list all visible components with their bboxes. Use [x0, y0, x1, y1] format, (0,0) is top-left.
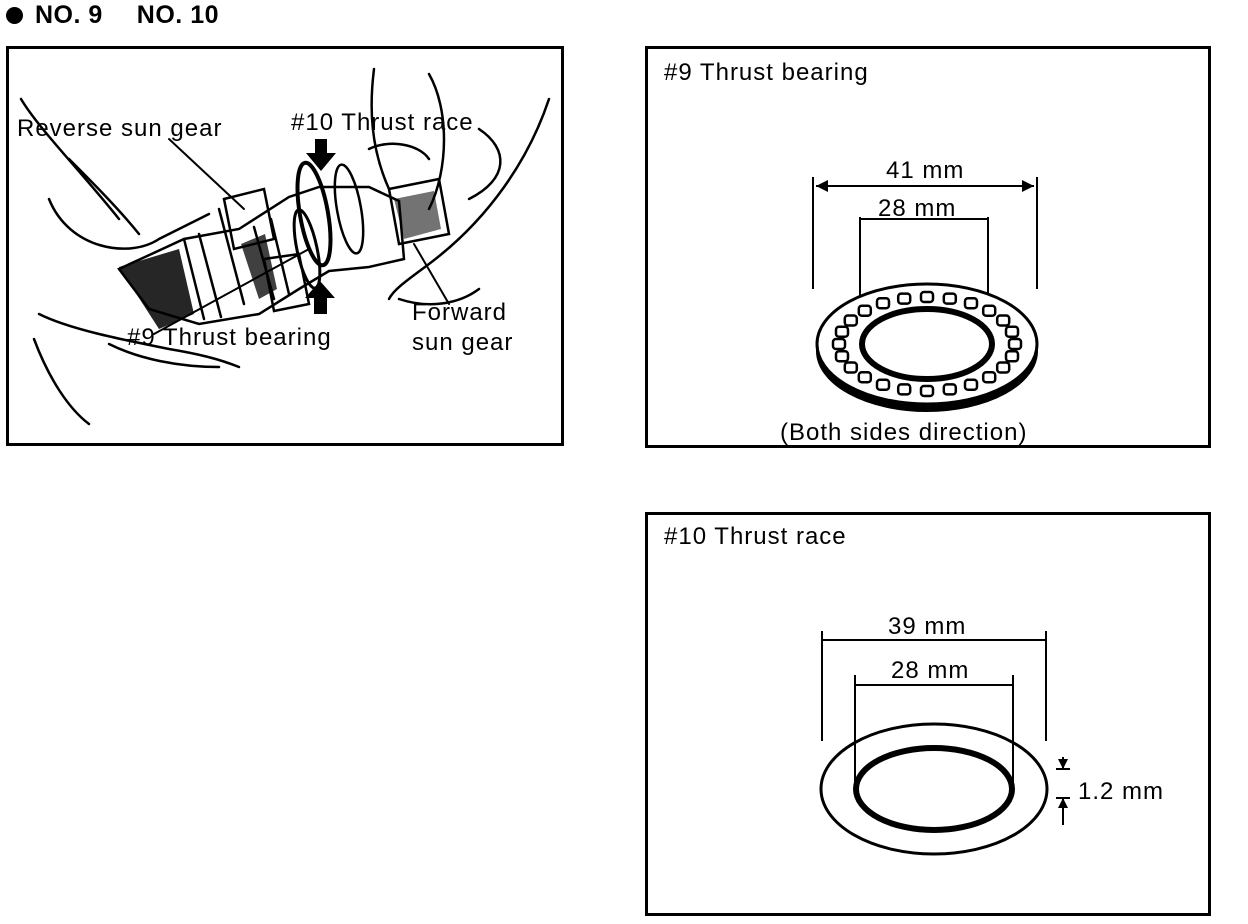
bearing-roller	[919, 384, 935, 398]
outer-diameter-label: 41 mm	[886, 157, 965, 184]
direction-note: (Both sides direction)	[780, 419, 1028, 446]
up-arrow-icon	[305, 281, 335, 314]
bearing-roller	[963, 297, 979, 310]
label-thrust-bearing: #9 Thrust bearing	[127, 324, 332, 351]
thrust-bearing-panel: 41 mm 28 mm #9 Thrust bearing (Both side…	[645, 46, 1211, 448]
thrust-race-ring	[295, 160, 333, 268]
bearing-roller	[963, 378, 979, 391]
bearing-roller	[1004, 349, 1020, 363]
leader-reverse-sun-gear	[168, 138, 245, 210]
shaft-outline	[117, 185, 406, 326]
panel-title: #10 Thrust race	[664, 523, 847, 550]
bearing-roller	[919, 290, 935, 304]
down-arrow-icon	[306, 139, 336, 171]
thrust-race-panel: #10 Thrust race 39 mm 28 mm 1.2 mm	[645, 512, 1211, 916]
label-forward-line2: sun gear	[412, 329, 514, 356]
label-reverse-sun-gear: Reverse sun gear	[17, 115, 223, 142]
bearing-roller	[981, 304, 997, 318]
bearing-roller	[843, 361, 859, 374]
bearing-rollers	[831, 290, 1023, 398]
header-item-no9: NO. 9	[35, 0, 103, 29]
label-forward-line1: Forward	[412, 299, 508, 326]
bearing-roller	[942, 383, 958, 396]
thickness-label: 1.2 mm	[1078, 778, 1165, 805]
assembly-illustration-panel: Reverse sun gear #10 Thrust race #9 Thru…	[6, 46, 564, 446]
leader-forward-sun-gear	[413, 243, 450, 305]
arrows	[305, 139, 336, 314]
thrust-bearing-drawing	[812, 177, 1039, 412]
bullet-icon	[6, 6, 23, 24]
bearing-roller	[942, 292, 958, 305]
bearing-inner-hole	[859, 306, 995, 382]
bearing-roller	[831, 337, 847, 351]
bearing-roller	[995, 314, 1011, 327]
bearing-roller	[875, 378, 891, 391]
bearing-roller	[857, 370, 873, 384]
bearing-roller	[834, 325, 850, 339]
left-hand-outline	[47, 197, 211, 250]
race-outer-edge	[819, 722, 1049, 856]
bearing-roller	[843, 314, 859, 327]
bearing-roller	[834, 349, 850, 363]
header-item-no10: NO. 10	[136, 0, 219, 29]
bearing-roller	[857, 304, 873, 318]
outer-diameter-label: 39 mm	[888, 613, 967, 640]
assembly-drawing	[19, 67, 551, 426]
bearing-roller	[1007, 337, 1023, 351]
bearing-roller	[981, 370, 997, 384]
bearing-roller	[896, 383, 912, 396]
panel-title: #9 Thrust bearing	[664, 59, 869, 86]
inner-diameter-label: 28 mm	[891, 657, 970, 684]
bearing-roller	[875, 297, 891, 310]
bearing-roller	[995, 361, 1011, 374]
bearing-roller	[896, 292, 912, 305]
bearing-roller	[1004, 325, 1020, 339]
right-hand-outline	[370, 67, 391, 191]
race-inner-edge	[853, 745, 1015, 833]
inner-diameter-label: 28 mm	[878, 195, 957, 222]
section-header: NO. 9 NO. 10	[6, 0, 253, 30]
thrust-race-drawing	[819, 631, 1070, 856]
label-thrust-race: #10 Thrust race	[291, 109, 474, 136]
